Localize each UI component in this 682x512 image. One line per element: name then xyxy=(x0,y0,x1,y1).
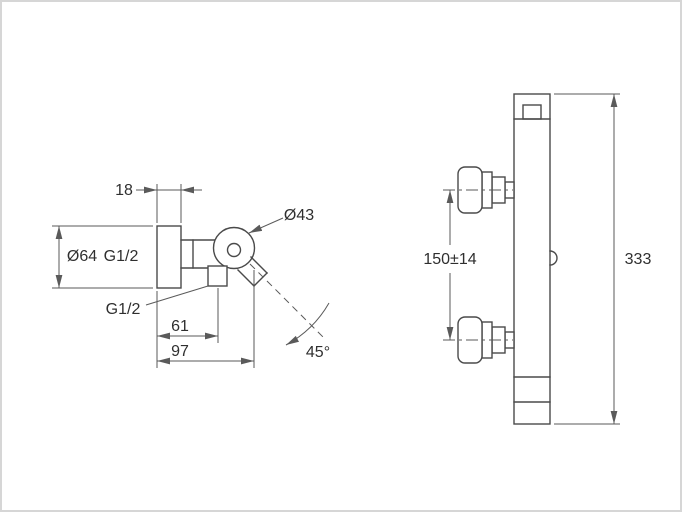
inlet-thread-label: G1/2 xyxy=(104,248,139,265)
dim-total-depth-label: 97 xyxy=(171,343,189,360)
spout-lower-edge xyxy=(237,269,255,287)
dim-inlet-spacing-label: 150±14 xyxy=(423,251,476,268)
angle-arc xyxy=(285,302,330,346)
dim-outlet-offset-label: 61 xyxy=(171,318,189,335)
leader-line xyxy=(248,217,284,234)
dim-body-diameter-label: Ø43 xyxy=(284,207,314,224)
side-view xyxy=(156,225,330,346)
dim-total-height-label: 333 xyxy=(625,251,652,268)
dim-wall-depth-label: 18 xyxy=(115,182,133,199)
dim-outlet-angle-label: 45° xyxy=(306,344,330,361)
front-view-dimensions: 150±14 333 xyxy=(423,93,652,425)
inlet-assembly-top xyxy=(457,166,515,214)
outlet-angle-dashed-line xyxy=(249,263,325,339)
outlet-thread-label: G1/2 xyxy=(106,301,141,318)
temp-stop-button xyxy=(549,250,558,266)
spout-upper-edge xyxy=(250,256,268,274)
side-view-dimensions: 18 Ø64 G1/2 Ø43 G1/2 61 97 45° xyxy=(52,182,330,368)
dim-flange-diameter-label: Ø64 xyxy=(67,248,97,265)
valve-body-circle xyxy=(212,226,256,270)
outlet-port xyxy=(207,265,228,287)
leader-line xyxy=(145,285,209,306)
wall-flange xyxy=(156,225,182,289)
spout-tip xyxy=(253,272,268,287)
handle-axis-circle xyxy=(226,242,242,258)
mixer-body xyxy=(513,93,551,425)
front-view xyxy=(443,93,558,425)
